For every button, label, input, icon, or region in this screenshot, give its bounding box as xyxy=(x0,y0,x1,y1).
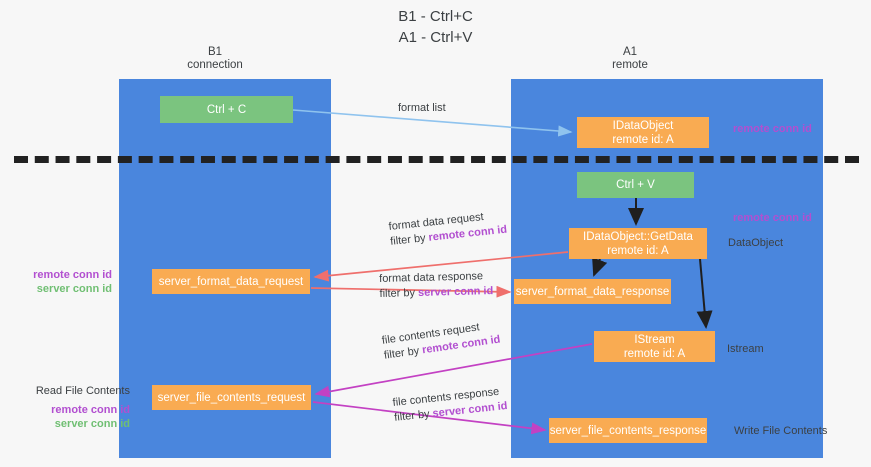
arrow-getdata-to-istream xyxy=(696,258,713,329)
column-header-a1-name: A1 xyxy=(622,46,638,58)
side-label-istream: Istream xyxy=(727,343,764,355)
title-line-2: A1 - Ctrl+V xyxy=(398,29,473,46)
arrow-format-data-response xyxy=(310,285,512,298)
node-server-format-data-request-label: server_format_data_request xyxy=(158,275,304,288)
node-istream-line2: remote id: A xyxy=(623,347,686,360)
node-getdata-text: IDataObject::GetData remote id: A xyxy=(583,230,693,258)
node-server-format-data-request[interactable]: server_format_data_request xyxy=(152,269,310,294)
column-header-b1-name: B1 xyxy=(207,46,223,58)
arrow-getdata-to-format-response xyxy=(592,257,608,277)
node-server-format-data-response-label: server_format_data_response xyxy=(515,285,670,298)
node-server-format-data-response[interactable]: server_format_data_response xyxy=(514,279,671,304)
title-line-1: B1 - Ctrl+C xyxy=(398,8,473,25)
node-getdata-line1: IDataObject::GetData xyxy=(583,230,693,243)
side-label-write-file-contents: Write File Contents xyxy=(734,425,828,437)
node-idataobject-line2: remote id: A xyxy=(612,133,674,146)
left-label-remote-conn-id-2: remote conn id xyxy=(51,404,130,416)
left-label-conn-ids-format: remote conn id server conn id xyxy=(22,268,112,296)
node-server-file-contents-request-label: server_file_contents_request xyxy=(157,391,306,404)
arrow-file-contents-response xyxy=(312,401,547,435)
side-label-remote-conn-id-top: remote conn id xyxy=(733,123,812,135)
node-server-file-contents-request[interactable]: server_file_contents_request xyxy=(152,385,311,410)
filter-id-server-conn: server conn id xyxy=(417,285,494,299)
node-getdata-line2: remote id: A xyxy=(607,244,669,257)
node-istream-line1: IStream xyxy=(634,333,675,346)
node-idataobject-text: IDataObject remote id: A xyxy=(612,119,673,147)
node-ctrl-v-label: Ctrl + V xyxy=(616,179,655,191)
node-istream[interactable]: IStream remote id: A xyxy=(594,331,715,362)
filter-prefix: filter by xyxy=(389,231,430,248)
node-idataobject-getdata[interactable]: IDataObject::GetData remote id: A xyxy=(569,228,707,259)
page-title: B1 - Ctrl+C A1 - Ctrl+V xyxy=(0,6,871,48)
node-idataobject[interactable]: IDataObject remote id: A xyxy=(577,117,709,148)
arrow-format-list xyxy=(292,109,573,137)
column-header-b1-sub: connection xyxy=(187,59,243,71)
side-label-remote-conn-id-mid: remote conn id xyxy=(733,212,812,224)
filter-prefix: filter by xyxy=(393,407,434,424)
left-label-read-file-contents-block: Read File Contents remote conn id server… xyxy=(22,384,130,431)
left-label-server-conn-id-2: server conn id xyxy=(54,418,130,430)
phase-separator-divider xyxy=(14,156,859,163)
column-header-b1: B1 connection xyxy=(140,46,290,72)
filter-prefix: filter by xyxy=(383,344,424,362)
left-label-read-file-contents: Read File Contents xyxy=(35,385,130,397)
column-header-a1: A1 remote xyxy=(555,46,705,72)
arrow-label-format-data-response: format data response filter by server co… xyxy=(379,269,493,302)
node-istream-text: IStream remote id: A xyxy=(624,333,685,361)
arrow-format-data-request xyxy=(313,251,569,282)
column-header-a1-sub: remote xyxy=(612,59,648,71)
side-label-dataobject: DataObject xyxy=(728,237,784,249)
node-idataobject-line1: IDataObject xyxy=(612,119,674,132)
arrow-label-format-list: format list xyxy=(398,101,446,116)
left-label-server-conn-id-1: server conn id xyxy=(36,283,112,295)
filter-prefix: filter by xyxy=(379,286,419,300)
node-ctrl-c[interactable]: Ctrl + C xyxy=(160,96,293,123)
node-server-file-contents-response[interactable]: server_file_contents_response xyxy=(549,418,707,443)
node-server-file-contents-response-label: server_file_contents_response xyxy=(549,424,707,437)
arrow-label-format-data-response-line2: filter by server conn id xyxy=(379,284,493,302)
node-ctrl-c-label: Ctrl + C xyxy=(206,103,247,116)
arrow-label-format-list-line1: format list xyxy=(398,102,446,114)
arrow-file-contents-request xyxy=(314,343,593,398)
left-label-remote-conn-id-1: remote conn id xyxy=(33,269,112,281)
node-ctrl-v[interactable]: Ctrl + V xyxy=(577,172,694,198)
